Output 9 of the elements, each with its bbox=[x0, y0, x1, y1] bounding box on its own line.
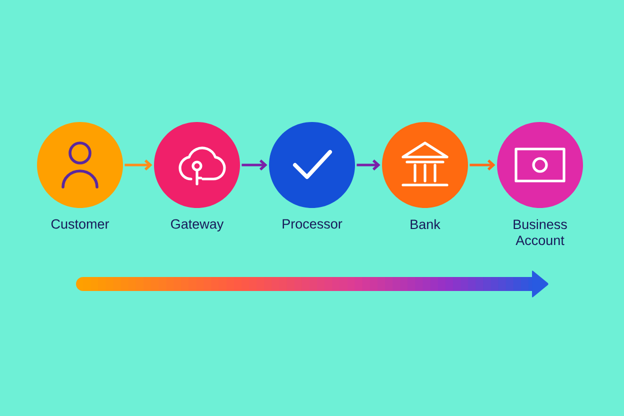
step-label: Bank bbox=[410, 219, 440, 230]
step-label: Processor bbox=[282, 219, 342, 229]
arrow bbox=[124, 160, 152, 170]
arrow bbox=[242, 160, 268, 170]
step-label: Business Account bbox=[514, 219, 567, 246]
step-label: Gateway bbox=[171, 219, 224, 232]
arrow bbox=[356, 160, 380, 170]
arrow bbox=[470, 160, 496, 170]
step-label: Customer bbox=[51, 219, 110, 229]
